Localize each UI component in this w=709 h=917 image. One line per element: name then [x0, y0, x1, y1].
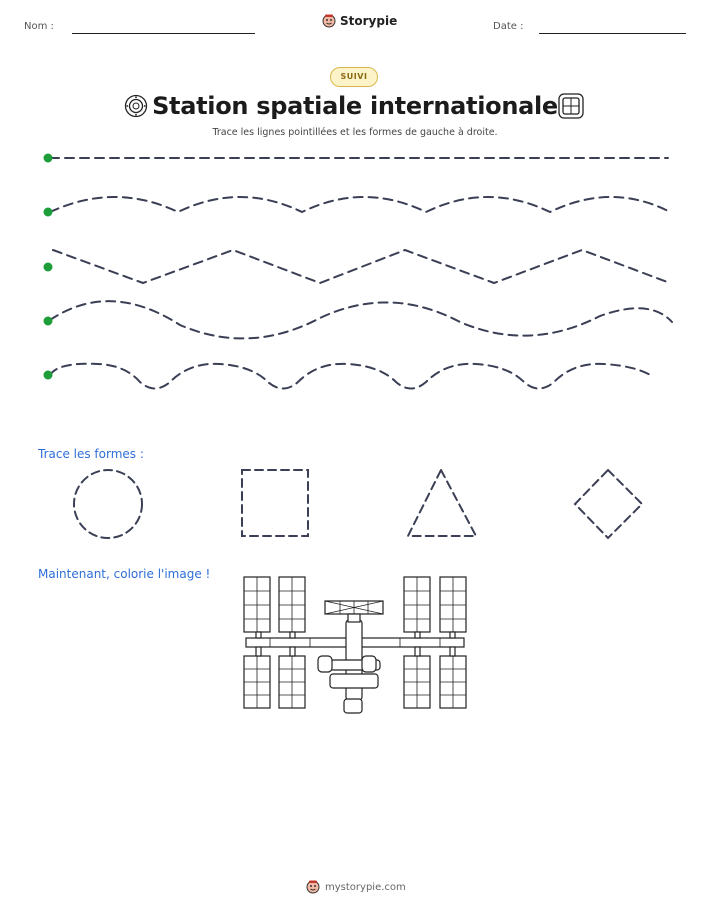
- footer-url[interactable]: mystorypie.com: [325, 881, 406, 893]
- space-station-coloring-image: [243, 576, 467, 714]
- page-title: Station spatiale internationale: [152, 92, 558, 120]
- name-field-line[interactable]: [72, 33, 255, 34]
- brand-name: Storypie: [340, 14, 398, 28]
- name-label: Nom :: [24, 21, 54, 32]
- brand: Storypie: [322, 14, 397, 28]
- trace-shape-square: [241, 469, 309, 537]
- trace-line-zigzag: [52, 248, 671, 285]
- tracing-shapes: [73, 467, 644, 540]
- date-field-line[interactable]: [539, 33, 686, 34]
- start-dot-3: [43, 262, 53, 272]
- trace-line-soft-wave: [49, 196, 671, 214]
- instructions: Trace les lignes pointillées et les form…: [212, 127, 498, 138]
- trace-shape-triangle: [406, 467, 478, 537]
- level-badge: SUIVI: [330, 67, 378, 87]
- trace-line-wave: [49, 300, 673, 340]
- trace-line-deep-wave: [49, 362, 653, 390]
- color-label: Maintenant, colorie l'image !: [38, 567, 211, 581]
- porthole-icon: [124, 94, 148, 118]
- footer: mystorypie.com: [306, 880, 406, 894]
- tracing-lines: [43, 153, 673, 390]
- start-dot-2: [43, 207, 53, 217]
- start-dot-4: [43, 316, 53, 326]
- trace-shape-circle: [73, 469, 143, 539]
- storypie-logo-icon: [306, 880, 320, 894]
- date-label: Date :: [493, 21, 524, 32]
- start-dot-1: [43, 153, 53, 163]
- trace-shape-diamond: [573, 468, 644, 540]
- start-dot-5: [43, 370, 53, 380]
- shapes-label: Trace les formes :: [38, 447, 144, 461]
- storypie-logo-icon: [322, 14, 336, 28]
- window-icon: [558, 93, 584, 119]
